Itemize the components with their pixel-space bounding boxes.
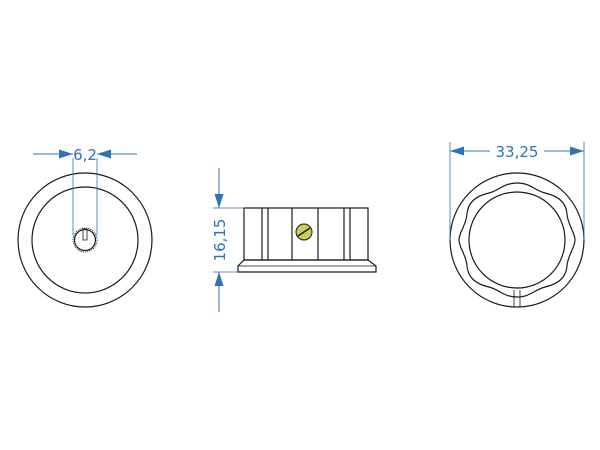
- rear-scalloped-grip: [458, 182, 576, 298]
- arrow-head: [97, 149, 111, 159]
- front-outer-circle: [17, 172, 153, 308]
- arrow-head: [450, 146, 464, 156]
- arrow-head: [570, 146, 584, 156]
- height-dimension: 16,15: [211, 168, 229, 312]
- arrow-head: [214, 194, 224, 208]
- front-shaft: [73, 228, 97, 252]
- front-shaft-knurl: [72, 227, 98, 253]
- front-shaft-slot: [82, 228, 88, 241]
- set-screw-slot: [297, 227, 311, 237]
- arrow-head: [214, 272, 224, 286]
- arrow-head: [59, 149, 73, 159]
- side-view: [213, 207, 377, 273]
- shaft-diameter-dimension: 6,2: [33, 146, 137, 164]
- shaft-diameter-label: 6,2: [73, 146, 97, 164]
- rear-view: [449, 142, 585, 308]
- height-label: 16,15: [211, 219, 229, 262]
- label-background: [490, 142, 544, 158]
- rear-outer-circle: [449, 172, 585, 308]
- rear-inner-bore: [468, 191, 566, 289]
- outer-diameter-label: 33,25: [496, 143, 539, 161]
- front-inner-circle: [31, 186, 139, 294]
- front-view: [17, 158, 153, 308]
- outer-diameter-dimension: 33,25: [450, 142, 584, 161]
